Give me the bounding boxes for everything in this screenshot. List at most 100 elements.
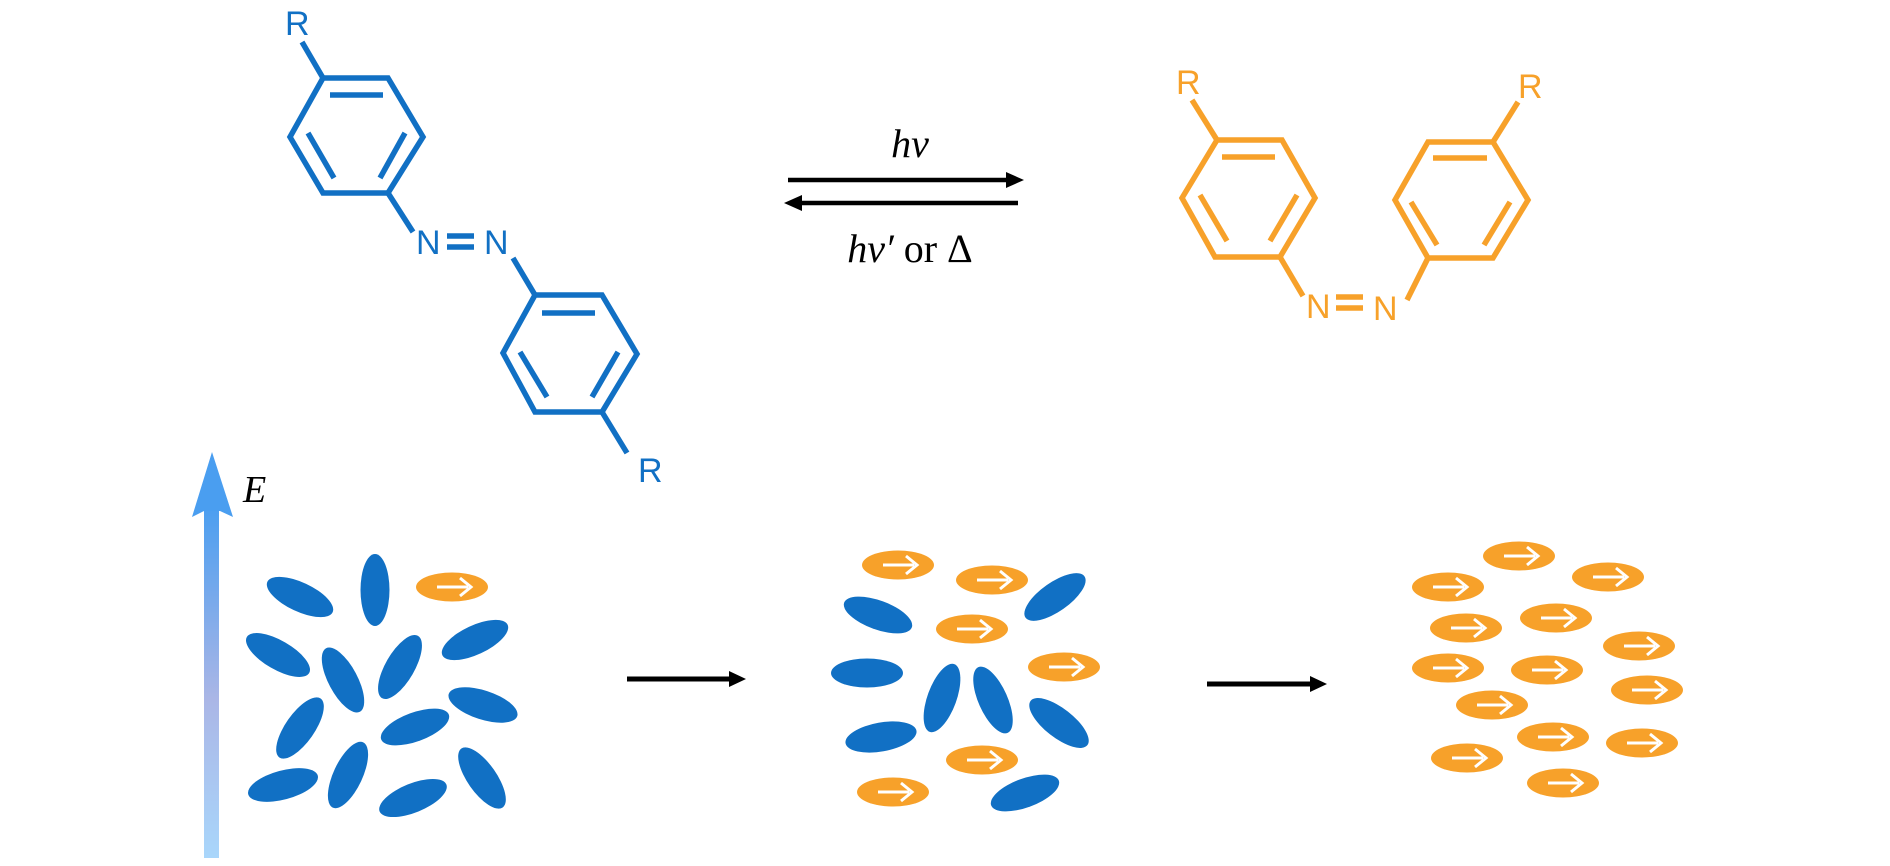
benzene-ring-left <box>1178 137 1319 260</box>
dipole-arrowhead-icon <box>989 749 1004 771</box>
bond-r-right <box>1490 100 1521 144</box>
ring-inner-bond <box>1197 193 1230 243</box>
trans-molecule-ellipse <box>379 778 447 818</box>
reverse-condition-light: hν′ <box>847 226 895 271</box>
dipole-arrowhead-icon <box>1071 656 1086 678</box>
process-arrow-2 <box>1207 676 1327 692</box>
equilibrium-arrows <box>784 172 1024 211</box>
trans-molecule-ellipse <box>458 747 506 809</box>
trans-molecule <box>1029 698 1089 748</box>
cis-molecule <box>1517 722 1589 752</box>
bond-n-ring <box>1404 256 1431 302</box>
cis-azo-n-right: N <box>1373 290 1398 328</box>
ring-inner-bond <box>1408 200 1440 247</box>
process-arrow-2-head <box>1310 676 1327 692</box>
bond-r-left <box>1189 98 1220 142</box>
trans-molecule <box>448 687 518 723</box>
trans-molecule <box>973 666 1013 734</box>
cis-molecule <box>1603 631 1675 661</box>
trans-molecule <box>360 554 390 626</box>
trans-molecule <box>458 747 506 809</box>
cis-molecule <box>1606 728 1678 758</box>
dipole-arrowhead-icon <box>1570 772 1585 794</box>
trans-molecule-ellipse <box>321 647 365 713</box>
trans-molecule-ellipse <box>843 596 913 634</box>
dipole-arrowhead-icon <box>1560 726 1575 748</box>
trans-molecule <box>831 658 903 688</box>
trans-molecule-ellipse <box>923 663 961 733</box>
dipole-arrowhead-icon <box>1474 747 1489 769</box>
process-arrow-1 <box>627 671 746 687</box>
trans-molecule <box>380 708 450 746</box>
dipole-arrowhead-icon <box>1615 566 1630 588</box>
cis-molecule <box>862 550 934 580</box>
ring-inner-bond <box>517 350 550 399</box>
cis-molecule <box>1483 541 1555 571</box>
field-arrow-shaft <box>204 505 219 858</box>
trans-substituent-bottom: R <box>638 452 663 490</box>
trans-molecule-ellipse <box>1029 698 1089 748</box>
dipole-arrowhead-icon <box>1554 659 1569 681</box>
trans-molecule <box>321 647 365 713</box>
trans-molecule-ellipse <box>990 774 1060 812</box>
bond-n-ring <box>510 256 538 297</box>
forward-arrowhead <box>1006 172 1024 188</box>
trans-molecule-ellipse <box>266 576 334 618</box>
cis-molecule <box>1611 675 1683 705</box>
dipole-arrowhead-icon <box>1526 545 1541 567</box>
trans-molecule-ellipse <box>378 634 422 700</box>
cis-molecule <box>936 614 1008 644</box>
reverse-condition-heat: or Δ <box>894 226 973 271</box>
cis-molecule <box>1520 603 1592 633</box>
cis-molecule <box>1431 743 1503 773</box>
reverse-condition-label: hν′ or Δ <box>847 226 973 271</box>
trans-molecule <box>266 576 334 618</box>
cis-molecule <box>1456 690 1528 720</box>
trans-molecule <box>378 634 422 700</box>
cis-molecule <box>1527 768 1599 798</box>
trans-molecule-ellipse <box>360 554 390 626</box>
cis-molecule <box>956 565 1028 595</box>
dipole-arrowhead-icon <box>1646 635 1661 657</box>
trans-molecule <box>1024 573 1086 621</box>
dipole-arrowhead-icon <box>905 554 920 576</box>
trans-azo-n-right: N <box>484 224 509 262</box>
dipole-arrowhead-icon <box>1473 617 1488 639</box>
cis-substituent-left: R <box>1176 64 1201 102</box>
dipole-arrowhead-icon <box>459 576 474 598</box>
trans-molecule <box>276 697 324 759</box>
cis-molecule <box>946 745 1018 775</box>
trans-molecule <box>845 721 917 753</box>
trans-molecule <box>245 633 311 677</box>
bond-ring-n <box>385 191 416 234</box>
cis-molecule <box>857 777 929 807</box>
reverse-arrowhead <box>784 195 802 211</box>
trans-molecule-ellipse <box>327 741 369 809</box>
cis-substituent-right: R <box>1518 68 1543 106</box>
trans-molecule <box>248 768 318 802</box>
field-label: E <box>242 469 266 511</box>
dipole-arrowhead-icon <box>1563 607 1578 629</box>
dipole-arrowhead-icon <box>1649 732 1664 754</box>
trans-molecule-ellipse <box>845 721 917 753</box>
dipole-arrowhead-icon <box>1455 657 1470 679</box>
process-arrow-1-head <box>729 671 746 687</box>
trans-molecule-ellipse <box>245 633 311 677</box>
trans-molecule-ellipse <box>276 697 324 759</box>
dipole-arrowhead-icon <box>1654 679 1669 701</box>
trans-molecule <box>379 778 447 818</box>
trans-molecule-ellipse <box>1024 573 1086 621</box>
trans-molecule <box>441 619 509 661</box>
electric-field-arrow <box>192 452 233 858</box>
trans-azobenzene-structure <box>286 40 641 455</box>
dipole-arrowhead-icon <box>1499 694 1514 716</box>
ring-inner-bond <box>1481 200 1513 247</box>
trans-molecule <box>327 741 369 809</box>
trans-azo-n-left: N <box>416 224 441 262</box>
ring-inner-bond <box>1267 193 1300 243</box>
cis-molecule <box>1028 652 1100 682</box>
forward-condition-label: hν <box>891 121 929 166</box>
trans-molecule-ellipse <box>380 708 450 746</box>
